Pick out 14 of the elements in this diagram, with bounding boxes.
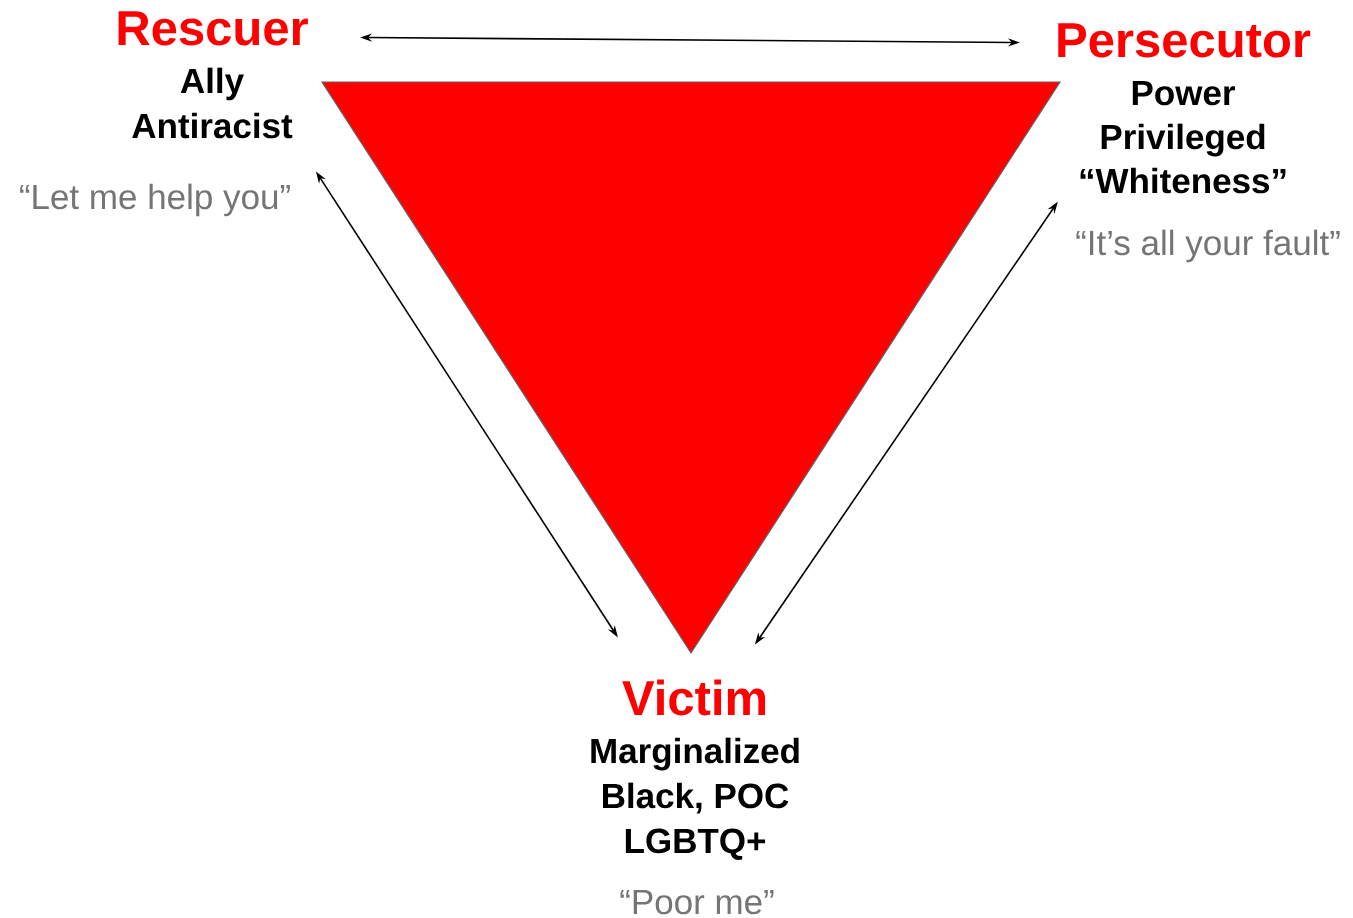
quote-text: “Poor me” xyxy=(620,889,774,915)
role-trait: “Whiteness” xyxy=(1080,167,1286,194)
role-trait: Ally xyxy=(180,67,244,101)
role-trait: Black, POC xyxy=(603,782,789,814)
role-title: Persecutor xyxy=(1058,23,1311,58)
role-trait: Antiracist xyxy=(132,112,293,139)
role-trait: Marginalized xyxy=(591,737,799,771)
role-title: Rescuer xyxy=(118,11,308,46)
quote-text: “Let me help you” xyxy=(20,183,290,217)
role-trait: Power xyxy=(1132,80,1235,106)
role-trait: Privileged xyxy=(1101,123,1265,157)
quote-text: “It’s all your fault” xyxy=(1076,229,1340,263)
role-trait: LGBTQ+ xyxy=(625,828,766,860)
role-title: Victim xyxy=(622,679,766,716)
